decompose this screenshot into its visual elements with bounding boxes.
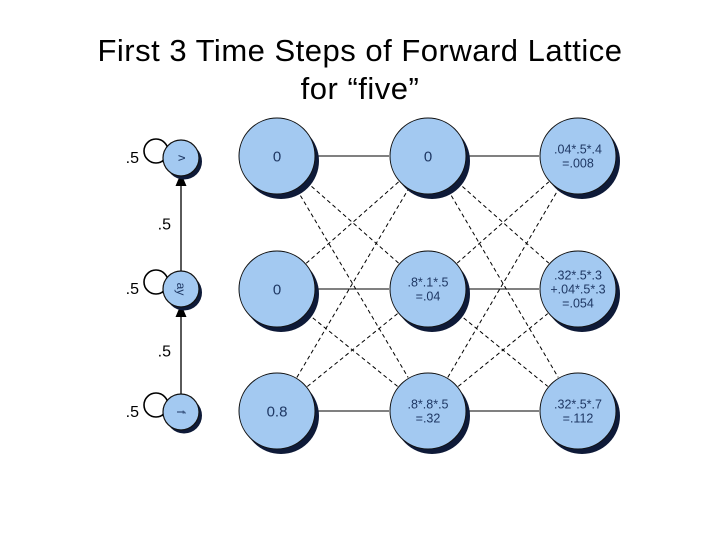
state-node [162,139,200,177]
state-label: ay [174,283,188,296]
lattice-node [539,117,617,195]
lattice-edge-dashed [305,181,400,264]
lattice-node-value: .32*.5*.3+.04*.5*.3=.054 [550,268,605,310]
lattice-node-value: 0 [273,148,281,165]
lattice-node-value: 0 [273,281,281,298]
slide-title: First 3 Time Steps of Forward Lattice fo… [0,32,720,108]
lattice-node-value: .04*.5*.4=.008 [554,142,602,170]
lattice-edge-dashed [305,181,400,264]
transition-arrowhead-icon [175,304,187,317]
state-node [162,270,200,308]
lattice-node [389,117,467,195]
lattice-node-value: 0.8 [267,403,288,420]
lattice-edge-dashed [456,181,550,264]
self-loop-prob-label: .5 [126,404,139,421]
lattice-node [539,372,617,450]
lattice-edge-dashed [296,189,409,378]
lattice-node-value: .8*.1*.5=.04 [407,275,448,303]
transition-prob-label: .5 [158,344,171,361]
lattice-edge-dashed [307,313,398,387]
lattice-node-value: .8*.8*.5=.32 [407,397,448,425]
lattice-node [238,372,316,450]
lattice-node [238,250,316,328]
lattice-node-value: 0 [424,148,432,165]
self-loop-prob-label: .5 [126,150,139,167]
lattice-node [389,250,467,328]
state-label: v [174,155,188,161]
self-loop-prob-label: .5 [126,281,139,298]
lattice-node [539,250,617,328]
lattice-node-value: .32*.5*.7=.112 [554,397,602,425]
slide-title-line1: First 3 Time Steps of Forward Lattice [97,33,623,68]
lattice-node [389,372,467,450]
lattice-edge-dashed [457,313,549,387]
slide-title-line2: for “five” [300,71,420,106]
state-label: f [174,410,188,414]
state-node [162,393,200,431]
lattice-edge-dashed [456,181,550,264]
lattice-node [238,117,316,195]
lattice-edge-dashed [447,189,559,378]
lattice-edge-dashed [296,189,409,378]
transition-prob-label: .5 [158,217,171,234]
transition-arrowhead-icon [175,173,187,186]
